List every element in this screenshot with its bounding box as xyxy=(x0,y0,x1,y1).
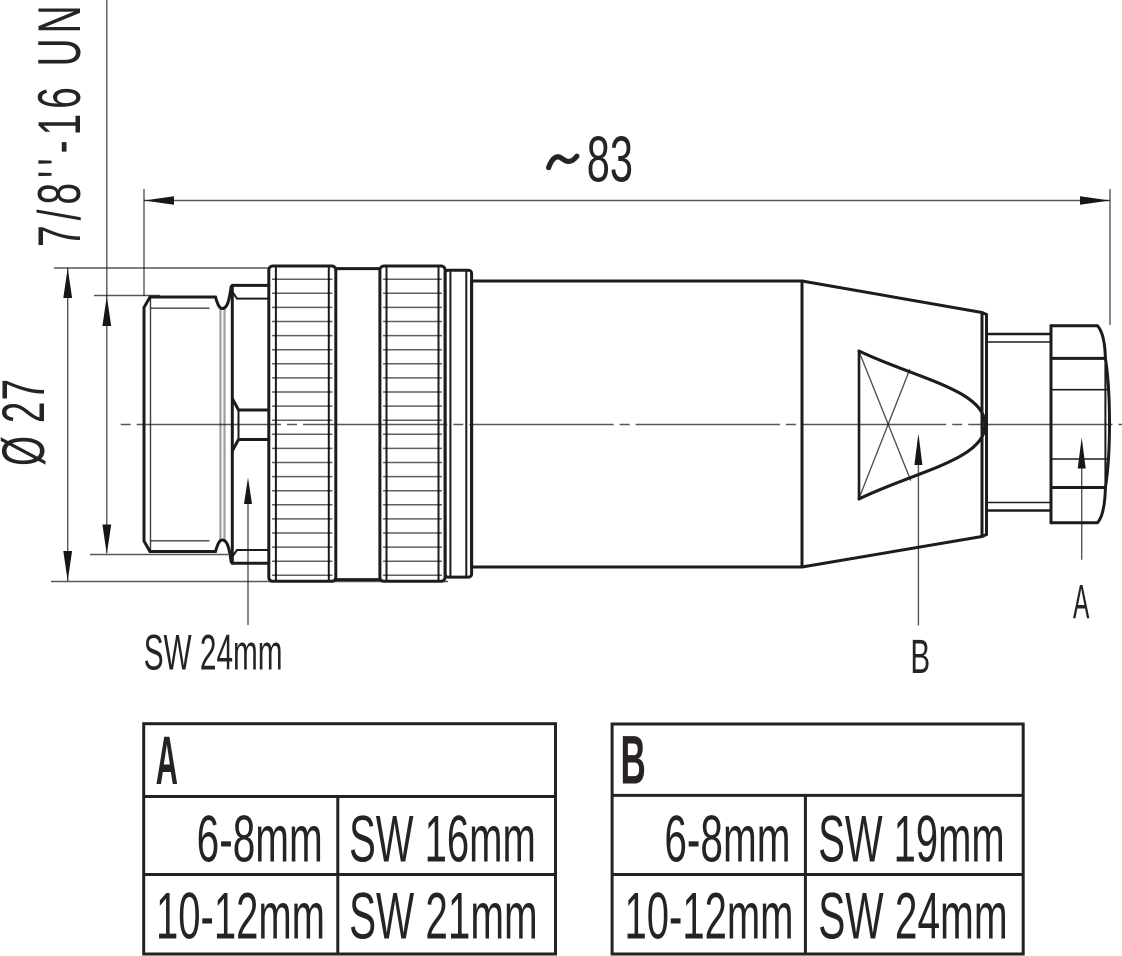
svg-text:SW 24mm: SW 24mm xyxy=(144,625,283,681)
svg-text:6-8mm: 6-8mm xyxy=(197,803,323,876)
svg-text:SW 24mm: SW 24mm xyxy=(818,880,1007,953)
svg-text:SW 21mm: SW 21mm xyxy=(349,880,538,953)
svg-text:10-12mm: 10-12mm xyxy=(624,879,793,953)
svg-text:A: A xyxy=(156,723,178,799)
svg-text:B: B xyxy=(621,722,646,799)
svg-text:7/8''-16 UN: 7/8''-16 UN xyxy=(25,0,93,247)
svg-text:6-8mm: 6-8mm xyxy=(664,803,790,876)
svg-text:83: 83 xyxy=(587,123,633,196)
svg-text:SW 19mm: SW 19mm xyxy=(818,804,1004,876)
svg-text:A: A xyxy=(1073,575,1090,629)
svg-text:10-12mm: 10-12mm xyxy=(156,879,325,953)
svg-text:SW 16mm: SW 16mm xyxy=(349,802,536,876)
svg-text:Ø 27: Ø 27 xyxy=(0,378,57,466)
svg-text:B: B xyxy=(910,629,930,683)
